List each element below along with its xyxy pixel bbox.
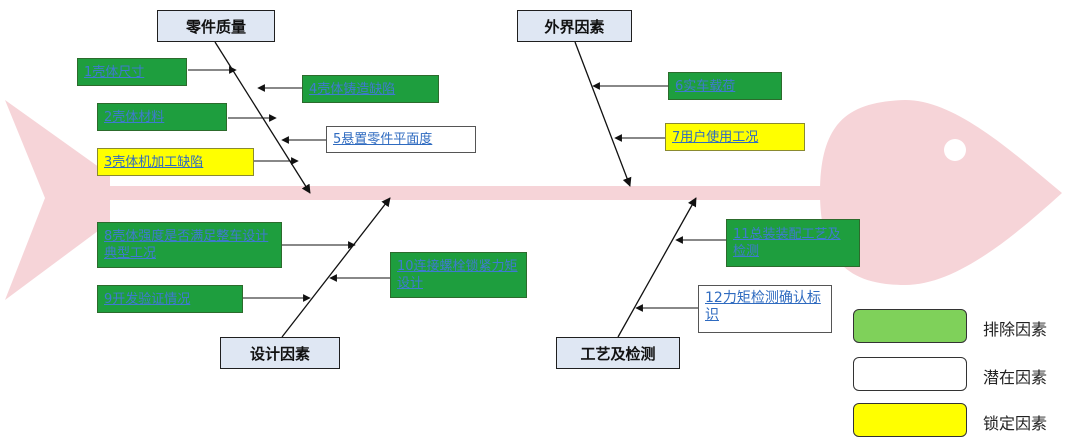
cause-box-12[interactable]: 12力矩检测确认标识 xyxy=(698,285,832,333)
bone-design xyxy=(281,197,391,338)
cause-box-2[interactable]: 2壳体材料 xyxy=(97,103,227,131)
cause-box-8[interactable]: 8壳体强度是否满足整车设计典型工况 xyxy=(97,222,282,268)
cause-box-10[interactable]: 10连接螺栓锁紧力矩设计 xyxy=(390,252,527,298)
cause-box-6[interactable]: 6实车载荷 xyxy=(668,72,782,100)
fish-spine xyxy=(60,186,920,200)
bone-external xyxy=(574,41,632,187)
legend-label-potential: 潜在因素 xyxy=(983,368,1048,387)
bone-process xyxy=(617,197,697,338)
cause-box-4[interactable]: 4壳体铸造缺陷 xyxy=(302,75,439,103)
legend-swatch-potential xyxy=(853,357,967,391)
fish-head xyxy=(820,100,1062,285)
category-design-factors: 设计因素 xyxy=(220,337,340,369)
cause-box-7[interactable]: 7用户使用工况 xyxy=(665,123,805,151)
cause-box-9[interactable]: 9开发验证情况 xyxy=(97,285,243,313)
cause-box-1[interactable]: 1壳体尺寸 xyxy=(77,58,187,86)
legend-swatch-excluded xyxy=(853,309,967,343)
cause-box-11[interactable]: 11总装装配工艺及检测 xyxy=(726,219,860,267)
category-parts-quality: 零件质量 xyxy=(157,10,275,42)
category-process-inspection: 工艺及检测 xyxy=(556,337,680,369)
legend-swatch-locked xyxy=(853,403,967,437)
fish-tail xyxy=(5,100,110,300)
legend-label-excluded: 排除因素 xyxy=(983,320,1048,339)
legend-label-locked: 锁定因素 xyxy=(983,414,1048,433)
cause-box-5[interactable]: 5悬置零件平面度 xyxy=(326,126,476,153)
category-external-factors: 外界因素 xyxy=(517,10,632,42)
cause-box-3[interactable]: 3壳体机加工缺陷 xyxy=(97,148,254,176)
fish-eye xyxy=(944,139,966,161)
